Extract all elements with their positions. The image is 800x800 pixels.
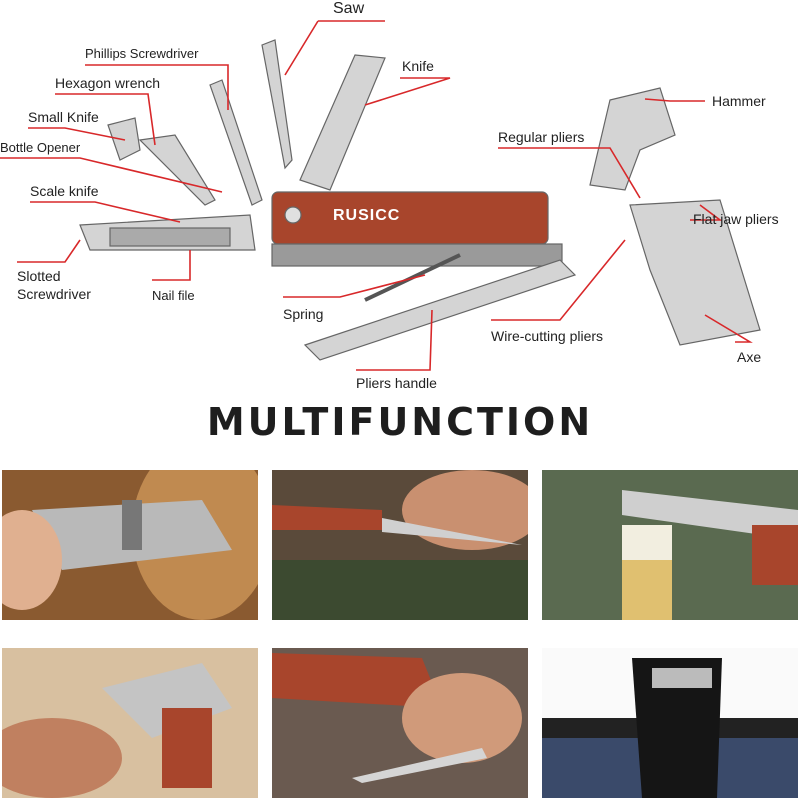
knife-blade (299, 54, 386, 191)
label-flat-jaw-pliers: Flat jaw pliers (693, 211, 779, 227)
label-axe: Axe (737, 349, 762, 365)
phillips-blade (209, 79, 263, 206)
tool-illustration (79, 39, 761, 361)
label-hexagon-wrench: Hexagon wrench (55, 75, 161, 91)
label-hammer: Hammer (712, 93, 766, 109)
label-spring: Spring (283, 306, 324, 322)
label-pliers-handle: Pliers handle (356, 375, 437, 391)
label-knife: Knife (402, 58, 434, 74)
brand-logo-text: RUSICC (333, 207, 401, 224)
handle-rivet (284, 206, 302, 224)
photo-belt-pouch (542, 648, 798, 798)
handle-wood (271, 191, 549, 245)
label-scale-knife: Scale knife (30, 183, 99, 199)
label-slotted-line1: Slotted (17, 268, 61, 284)
axe-head (629, 199, 761, 346)
hammer-head (589, 87, 676, 191)
photo-folding-knife (272, 470, 528, 620)
label-wire-cutting-pliers: Wire-cutting pliers (491, 328, 604, 344)
label-slotted-line2: Screwdriver (17, 286, 91, 302)
photo-knife-blade (272, 648, 528, 798)
saw-blade (261, 39, 293, 170)
leader-lines (0, 20, 753, 371)
label-regular-pliers: Regular pliers (498, 129, 585, 145)
nail-file (109, 227, 231, 247)
label-bottle-opener: Bottle Opener (0, 140, 81, 155)
label-small-knife: Small Knife (28, 109, 99, 125)
photo-hammer-head (2, 648, 258, 798)
hexagon-blade (138, 134, 216, 206)
label-phillips-screwdriver: Phillips Screwdriver (85, 46, 199, 61)
pliers-handle-shape (303, 259, 577, 361)
page-title: MULTIFUNCTION (206, 400, 594, 444)
handle-steel (271, 243, 563, 267)
label-saw: Saw (333, 0, 365, 17)
photo-bottle-opener (542, 470, 798, 620)
label-nail-file: Nail file (152, 288, 195, 303)
photo-wrench-on-bolt (2, 470, 258, 620)
multitool-diagram (0, 20, 761, 371)
